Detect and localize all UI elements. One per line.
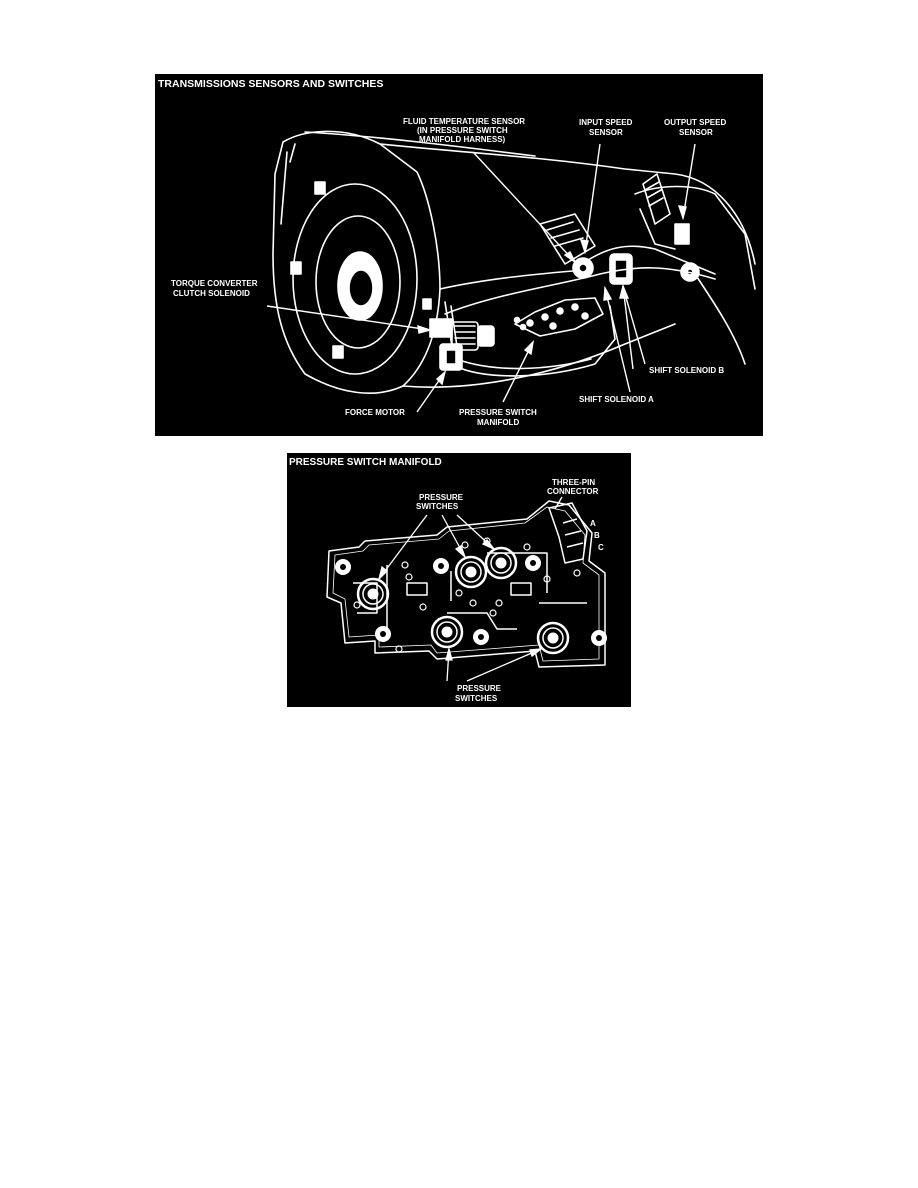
pressure-switch bbox=[430, 615, 464, 649]
pressure-switches bbox=[356, 546, 570, 655]
pressure-switch-manifold-label: PRESSURE SWITCH bbox=[459, 408, 537, 417]
input-speed-sensor-label: INPUT SPEED bbox=[579, 118, 633, 127]
manifold-drawing bbox=[326, 500, 606, 668]
output-speed-sensor-label: OUTPUT SPEED bbox=[664, 118, 726, 127]
shift-solenoid-a-label: SHIFT SOLENOID A bbox=[579, 395, 654, 404]
mounting-holes bbox=[335, 555, 607, 646]
pressure-switches-bottom-label: PRESSURE bbox=[457, 684, 502, 693]
leader-lines bbox=[377, 496, 563, 682]
torque-converter-clutch-solenoid-label: TORQUE CONVERTER bbox=[171, 279, 258, 288]
pressure-switch bbox=[484, 546, 518, 580]
input-speed-sensor-label-line2: SENSOR bbox=[589, 128, 623, 137]
pressure-switch bbox=[536, 621, 570, 655]
shift-solenoid-b-label: SHIFT SOLENOID B bbox=[649, 366, 724, 375]
pressure-switch bbox=[454, 555, 488, 589]
output-speed-sensor-label-line2: SENSOR bbox=[679, 128, 713, 137]
transmission-sensors-figure: TRANSMISSIONS SENSORS AND SWITCHES bbox=[155, 74, 763, 436]
pressure-switches-top-label: PRESSURE bbox=[419, 493, 464, 502]
three-pin-connector-label-line2: CONNECTOR bbox=[547, 487, 599, 496]
three-pin-connector-label: THREE-PIN bbox=[552, 478, 595, 487]
force-motor-label: FORCE MOTOR bbox=[345, 408, 405, 417]
fluid-temperature-sensor-label-line2: (IN PRESSURE SWITCH bbox=[417, 126, 508, 135]
connector-pin-b-label: B bbox=[594, 531, 600, 540]
pressure-switch-manifold-label-line2: MANIFOLD bbox=[477, 418, 519, 427]
transmission-illustration: TRANSMISSIONS SENSORS AND SWITCHES bbox=[158, 78, 756, 427]
port-holes bbox=[353, 537, 581, 653]
pressure-switches-top-label-line2: SWITCHES bbox=[416, 502, 459, 511]
transmission-drawing bbox=[272, 130, 756, 394]
leader-lines bbox=[266, 143, 696, 413]
fluid-temperature-sensor-label-line3: MANIFOLD HARNESS) bbox=[419, 135, 506, 144]
figure-title: TRANSMISSIONS SENSORS AND SWITCHES bbox=[158, 78, 383, 90]
pressure-switch-manifold-figure: PRESSURE SWITCH MANIFOLD bbox=[287, 453, 631, 707]
pressure-switches-bottom-label-line2: SWITCHES bbox=[455, 694, 498, 703]
figure-title: PRESSURE SWITCH MANIFOLD bbox=[289, 457, 442, 468]
connector-pin-a-label: A bbox=[590, 519, 596, 528]
fluid-temperature-sensor-label: FLUID TEMPERATURE SENSOR bbox=[403, 117, 525, 126]
pressure-switch bbox=[356, 577, 390, 611]
torque-converter-clutch-solenoid-label-line2: CLUTCH SOLENOID bbox=[173, 289, 250, 298]
manifold-illustration: PRESSURE SWITCH MANIFOLD bbox=[289, 457, 607, 703]
connector-pin-c-label: C bbox=[598, 543, 604, 552]
